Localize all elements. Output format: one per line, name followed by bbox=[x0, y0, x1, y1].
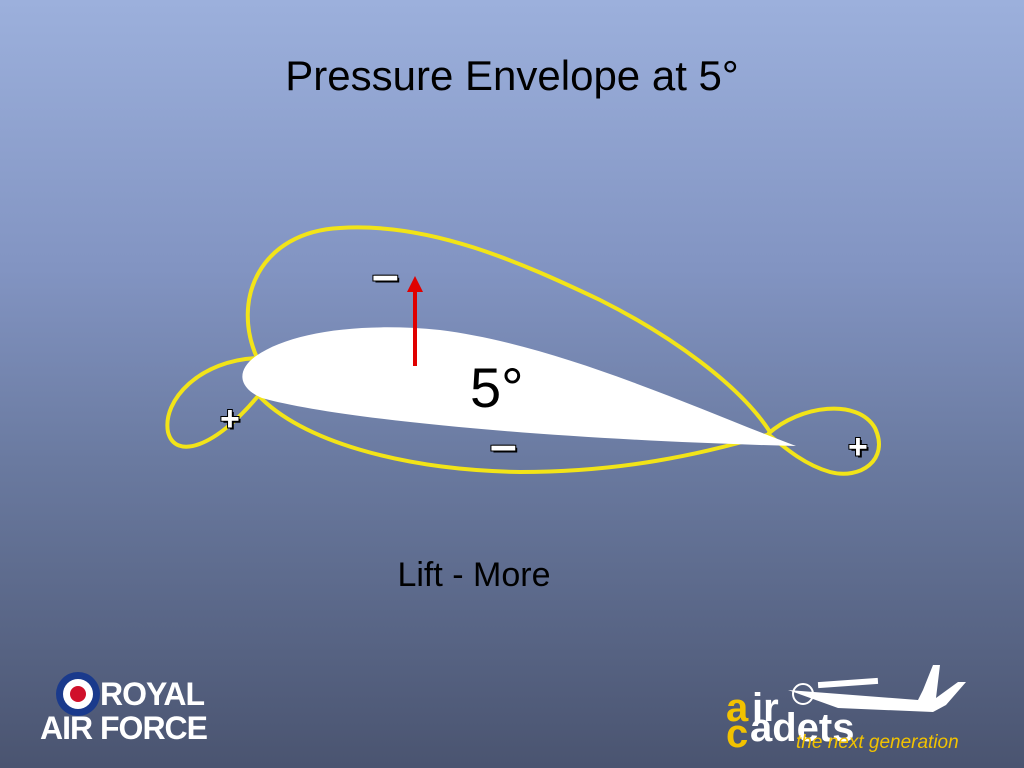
lift-arrow-head bbox=[407, 276, 423, 292]
raf-logo-line1: ROYAL bbox=[100, 676, 205, 712]
cadets-c: c bbox=[726, 712, 749, 756]
raf-logo: ROYAL AIR FORCE bbox=[38, 668, 218, 748]
lower-minus-sign: – bbox=[490, 419, 517, 472]
front-pressure-loop bbox=[165, 356, 260, 449]
cadets-a: a bbox=[726, 686, 749, 730]
cadets-ir: ir bbox=[752, 686, 779, 730]
raf-logo-line2: AIR FORCE bbox=[40, 710, 208, 746]
upper-pressure-envelope bbox=[245, 225, 772, 434]
rear-pressure-loop bbox=[766, 406, 881, 476]
slide-title: Pressure Envelope at 5° bbox=[285, 52, 739, 99]
rear-plus-sign: + bbox=[848, 428, 868, 466]
air-cadets-logo: a ir c adets the next generation bbox=[718, 660, 1018, 760]
upper-minus-sign: – bbox=[372, 249, 399, 302]
airfoil bbox=[242, 327, 796, 446]
slide-caption: Lift - More bbox=[397, 556, 551, 594]
aircraft-icon bbox=[788, 665, 966, 712]
cadets-tagline: the next generation bbox=[796, 732, 959, 753]
front-plus-sign: + bbox=[220, 400, 240, 438]
roundel-icon bbox=[56, 672, 100, 716]
angle-label: 5° bbox=[470, 356, 524, 419]
cadets-adets: adets bbox=[750, 706, 855, 750]
lower-pressure-envelope bbox=[256, 393, 771, 475]
